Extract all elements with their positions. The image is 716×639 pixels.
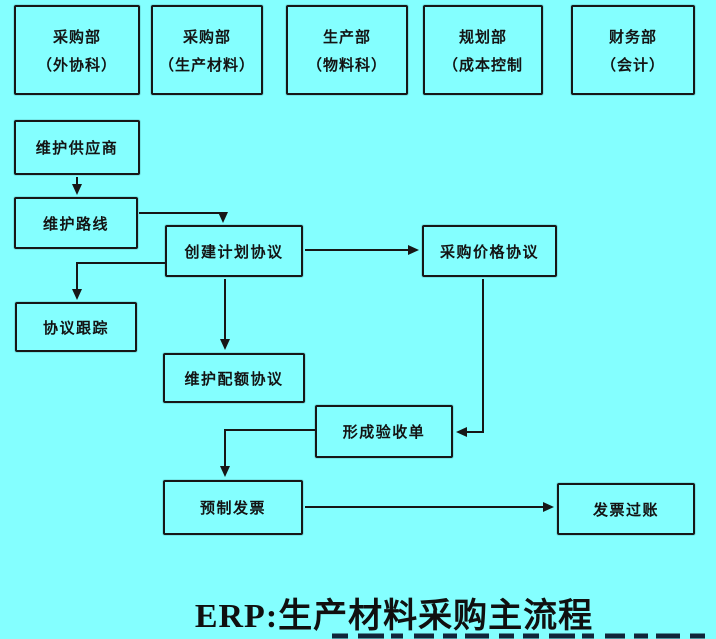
flow-node-park-invoice: 预制发票 bbox=[163, 480, 303, 535]
department-name: 生产部 bbox=[322, 27, 371, 46]
flow-node-agreement-tracking: 协议跟踪 bbox=[15, 302, 137, 352]
flow-node-form-acceptance-note: 形成验收单 bbox=[315, 405, 453, 458]
node-label: 采购价格协议 bbox=[439, 242, 539, 261]
diagram-title: ERP:生产材料采购主流程 bbox=[194, 598, 594, 635]
node-label: 形成验收单 bbox=[342, 423, 426, 441]
flow-node-create-plan-agreement: 创建计划协议 bbox=[165, 225, 303, 277]
node-label: 创建计划协议 bbox=[184, 242, 284, 261]
flow-node-maintain-supplier: 维护供应商 bbox=[14, 120, 140, 175]
department-name: 采购部 bbox=[182, 27, 231, 46]
node-label: 维护路线 bbox=[42, 214, 109, 233]
department-subname: （成本控制 bbox=[442, 55, 523, 74]
node-label: 维护配额协议 bbox=[184, 369, 284, 388]
node-label: 维护供应商 bbox=[35, 139, 119, 157]
arrow-route-to-create bbox=[139, 212, 228, 223]
department-name: 财务部 bbox=[608, 27, 657, 46]
department-subname: （会计） bbox=[600, 55, 665, 74]
department-subname: （生产材料） bbox=[158, 55, 255, 74]
flow-node-maintain-quota-agreement: 维护配额协议 bbox=[163, 353, 305, 403]
arrow-create-to-tracking bbox=[72, 262, 165, 300]
flow-node-invoice-posting: 发票过账 bbox=[557, 483, 695, 535]
node-label: 预制发票 bbox=[199, 499, 266, 517]
department-box-planning-cost-control: 规划部 （成本控制 bbox=[423, 5, 543, 95]
flow-node-purchase-price-agreement: 采购价格协议 bbox=[422, 225, 557, 277]
department-box-purchasing-production-materials: 采购部 （生产材料） bbox=[151, 5, 263, 95]
arrow-price-to-acceptance bbox=[456, 279, 484, 437]
department-subname: （外协科） bbox=[36, 55, 117, 74]
department-subname: （物料科） bbox=[306, 55, 387, 74]
node-label: 发票过账 bbox=[592, 500, 659, 519]
department-box-purchasing-outsourcing: 采购部 （外协科） bbox=[14, 5, 140, 95]
node-label: 协议跟踪 bbox=[42, 318, 109, 337]
arrow-acceptance-to-invoice bbox=[220, 429, 315, 477]
department-box-finance-accounting: 财务部 （会计） bbox=[571, 5, 695, 95]
department-box-production-materials-section: 生产部 （物料科） bbox=[286, 5, 408, 95]
flow-node-maintain-route: 维护路线 bbox=[14, 197, 138, 249]
department-name: 规划部 bbox=[458, 27, 507, 46]
department-name: 采购部 bbox=[52, 27, 101, 46]
